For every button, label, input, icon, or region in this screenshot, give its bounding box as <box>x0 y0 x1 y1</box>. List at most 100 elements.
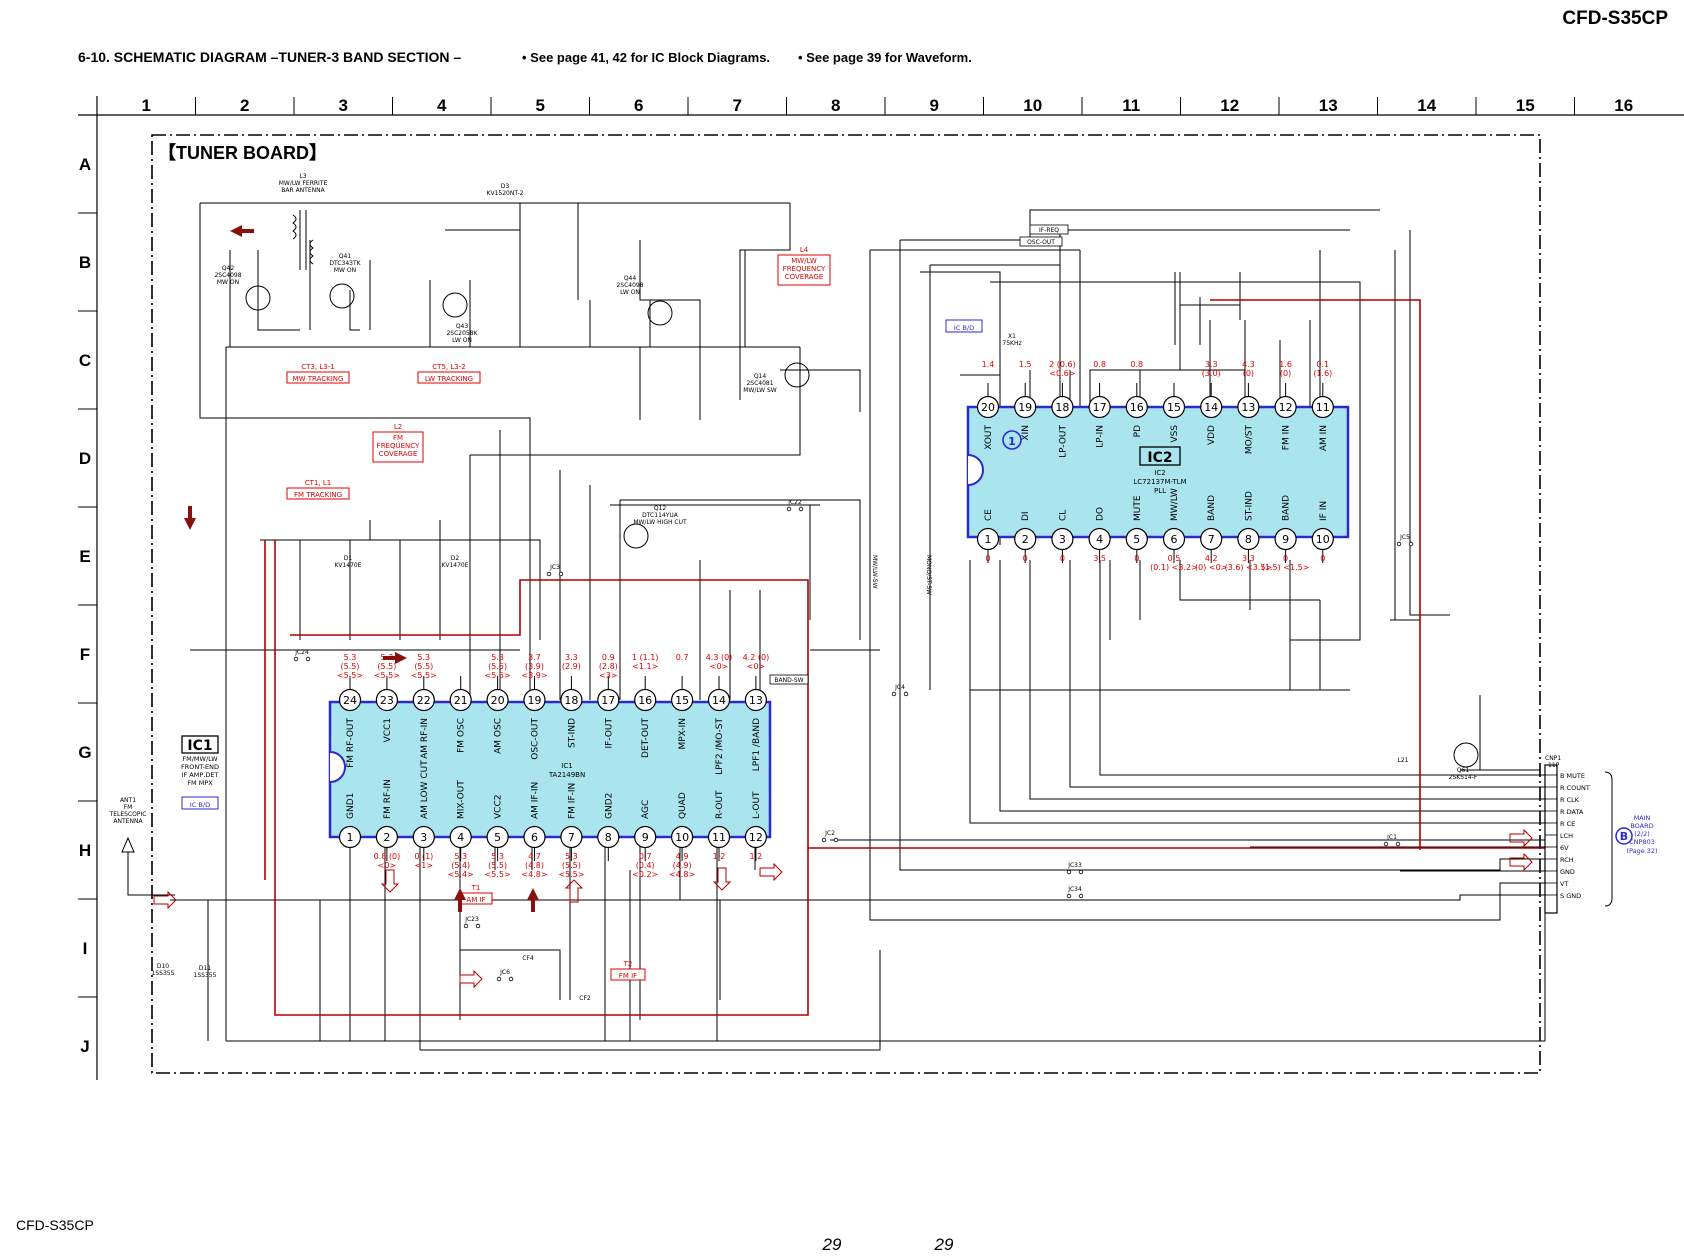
adjust-tag-ref: L2 <box>394 423 402 431</box>
pin-circle <box>486 688 509 712</box>
pin-number: 1 <box>985 533 992 546</box>
pin-voltage: 1.5 <box>1019 360 1032 369</box>
pin-circle <box>1237 527 1260 551</box>
pin-number: 18 <box>564 694 578 707</box>
jumper-pad <box>1395 841 1401 847</box>
pin-voltage: 0.8 <box>1093 360 1106 369</box>
column-number: 5 <box>536 96 545 115</box>
fm-antenna: ANT1 FM TELESCOPIC ANTENNA <box>109 797 175 896</box>
pin-circle <box>523 688 546 712</box>
adjust-tag-ref: CT5, L3-2 <box>432 363 465 371</box>
jumper-pad <box>475 923 481 929</box>
connector-pin-label: 6V <box>1560 844 1569 852</box>
ic2-ref: IC B/D <box>954 324 974 332</box>
column-number: 10 <box>1023 96 1042 115</box>
pin-label: XOUT <box>984 425 994 450</box>
column-number: 2 <box>240 96 249 115</box>
pin-voltage: (2.8) <box>599 662 618 671</box>
pin-number: 14 <box>712 694 726 707</box>
pin-label: LPF2 /MO-ST <box>715 717 725 774</box>
pin-number: 16 <box>638 694 652 707</box>
pin-voltage: (3.9) <box>525 662 544 671</box>
component-desc: MW/LW HIGH CUT <box>633 519 687 526</box>
pin-number: 12 <box>749 831 763 844</box>
pin-number: 17 <box>1093 401 1107 414</box>
connector-pin-label: R COUNT <box>1560 784 1590 792</box>
pin-voltage: 2 (0.6) <box>1049 360 1076 369</box>
pin-label: FM IN <box>1282 425 1292 450</box>
pin-voltage: (4.9) <box>673 861 692 870</box>
adjust-tag-text: COVERAGE <box>785 273 824 281</box>
pin-label: AM LOW CUT <box>420 760 430 819</box>
row-letter: I <box>83 939 88 958</box>
pin-voltage: <0.6> <box>1049 369 1075 378</box>
pin-circle <box>338 825 362 849</box>
pin-number: 3 <box>420 831 427 844</box>
pin-number: 13 <box>749 694 763 707</box>
svg-text:L3: L3 <box>299 173 306 180</box>
jumper-label: JC6 <box>499 969 510 976</box>
pin-voltage: 5.3 <box>491 653 504 662</box>
pin-voltage: 5.3 <box>417 653 430 662</box>
adjust-tag-text: MW TRACKING <box>293 375 344 383</box>
pin-voltage: (2.9) <box>562 662 581 671</box>
pin-voltage: <5.4> <box>448 870 474 879</box>
adjust-tag-text: FM IF <box>619 972 637 980</box>
pin-circle <box>1162 527 1186 551</box>
pin-label: XIN <box>1021 425 1031 441</box>
cnp1-pins-note: 11P <box>1548 762 1560 769</box>
adjust-tag-ref: T2 <box>623 960 633 968</box>
pin-circle <box>597 688 620 712</box>
row-letter: A <box>79 155 91 174</box>
component-part: 2SC4098 <box>214 272 241 279</box>
connector-pin-label: R DATA <box>1560 808 1584 816</box>
component-ref: Q44 <box>624 275 637 282</box>
main-board-dest-0: MAIN <box>1634 814 1651 822</box>
pin-label: GND1 <box>346 793 356 819</box>
pin-number: 12 <box>1279 401 1293 414</box>
pin-voltage: 0 <box>1283 554 1288 563</box>
pin-voltage: 5.3 <box>491 852 504 861</box>
main-board-dest-2: (2/2) <box>1634 830 1650 838</box>
jumper-label: JC3 <box>549 564 560 571</box>
pin-number: 1 <box>347 831 354 844</box>
pin-label: CL <box>1058 510 1068 521</box>
adjust-tag-ref: T1 <box>471 884 481 892</box>
pin-label: BAND <box>1282 495 1292 521</box>
jumper-pad <box>293 656 299 662</box>
pin-label: MPX-IN <box>678 718 688 750</box>
jumper-label: JC4 <box>894 684 905 691</box>
component-part: 1SS355 <box>194 972 217 979</box>
pin-voltage: (0.1) <3.2> <box>1150 563 1198 572</box>
pin-voltage: 4.9 <box>676 852 689 861</box>
pin-number: 19 <box>528 694 542 707</box>
pin-circle <box>634 825 657 849</box>
pin-number: 9 <box>642 831 649 844</box>
jumper-label: JC2 <box>824 830 835 837</box>
column-number: 7 <box>733 96 742 115</box>
component-ref: Q61 <box>1457 767 1470 774</box>
pin-circle <box>744 688 768 712</box>
page-number-left: 29 <box>822 1235 842 1254</box>
pin-label: CE <box>984 509 994 521</box>
svg-text:OSC-OUT: OSC-OUT <box>1027 239 1055 246</box>
pin-circle <box>1274 527 1297 551</box>
component-ref: D3 <box>501 183 510 190</box>
adjust-tag-text: LW TRACKING <box>425 375 473 383</box>
pin-voltage: 0.9 <box>602 653 615 662</box>
pin-voltage: <5.5> <box>558 870 584 879</box>
pin-circle <box>1274 395 1297 419</box>
component-ref: Q41 <box>339 253 352 260</box>
pin-label: AM IN <box>1319 425 1329 451</box>
pin-label: LP-IN <box>1096 425 1106 448</box>
pin-number: 5 <box>494 831 501 844</box>
pin-number: 22 <box>417 694 431 707</box>
pin-label: PD <box>1133 425 1143 437</box>
component-ref: Q43 <box>456 323 469 330</box>
pin-number: 14 <box>1204 401 1218 414</box>
pin-circle <box>976 395 1000 419</box>
pin-label: IF IN <box>1319 501 1329 521</box>
adjust-tag-text: AM IF <box>466 896 485 904</box>
pin-voltage: (1.5) <1.5> <box>1262 563 1310 572</box>
